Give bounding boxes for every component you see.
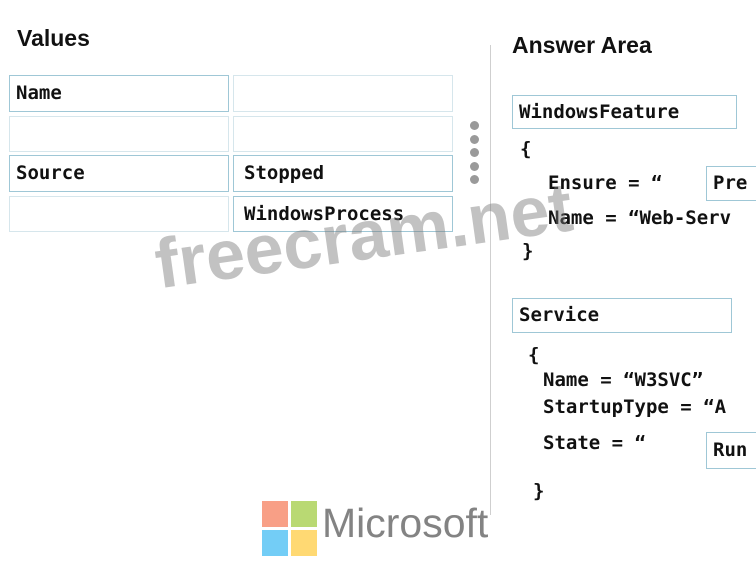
value-tile-source[interactable]: Source [9, 155, 229, 192]
code-name-line-2: Name = “W3SVC” [543, 369, 704, 391]
answer-slot-ensure[interactable]: Pre [706, 166, 756, 201]
value-tile-windowsprocess[interactable]: WindowsProcess [233, 196, 453, 232]
code-ensure-line: Ensure = “ [548, 172, 663, 194]
logo-square-red [262, 501, 288, 527]
value-tile-empty[interactable] [9, 196, 229, 232]
code-open-brace-1: { [520, 138, 532, 160]
value-tile-empty[interactable] [233, 75, 453, 112]
value-tile-stopped[interactable]: Stopped [233, 155, 453, 192]
code-close-brace-1: } [522, 240, 534, 262]
logo-square-blue [262, 530, 288, 556]
code-state-line: State = “ [543, 432, 646, 454]
code-open-brace-2: { [528, 344, 540, 366]
drag-handle-icon[interactable] [470, 121, 480, 191]
code-startuptype-line: StartupType = “A [543, 396, 727, 418]
value-tile-empty[interactable] [9, 116, 229, 152]
logo-square-yellow [291, 530, 317, 556]
panel-divider [490, 45, 491, 515]
code-close-brace-2: } [533, 480, 545, 502]
microsoft-wordmark: Microsoft [322, 500, 489, 546]
answer-slot-resource-1[interactable]: WindowsFeature [512, 95, 737, 129]
logo-square-green [291, 501, 317, 527]
answer-slot-state[interactable]: Run [706, 432, 756, 469]
value-tile-name[interactable]: Name [9, 75, 229, 112]
microsoft-logo-icon [262, 501, 317, 556]
code-name-line-1: Name = “Web-Serv [548, 207, 732, 229]
value-tile-empty[interactable] [233, 116, 453, 152]
answer-slot-resource-2[interactable]: Service [512, 298, 732, 333]
answer-area-heading: Answer Area [512, 32, 652, 58]
values-heading: Values [17, 25, 90, 51]
